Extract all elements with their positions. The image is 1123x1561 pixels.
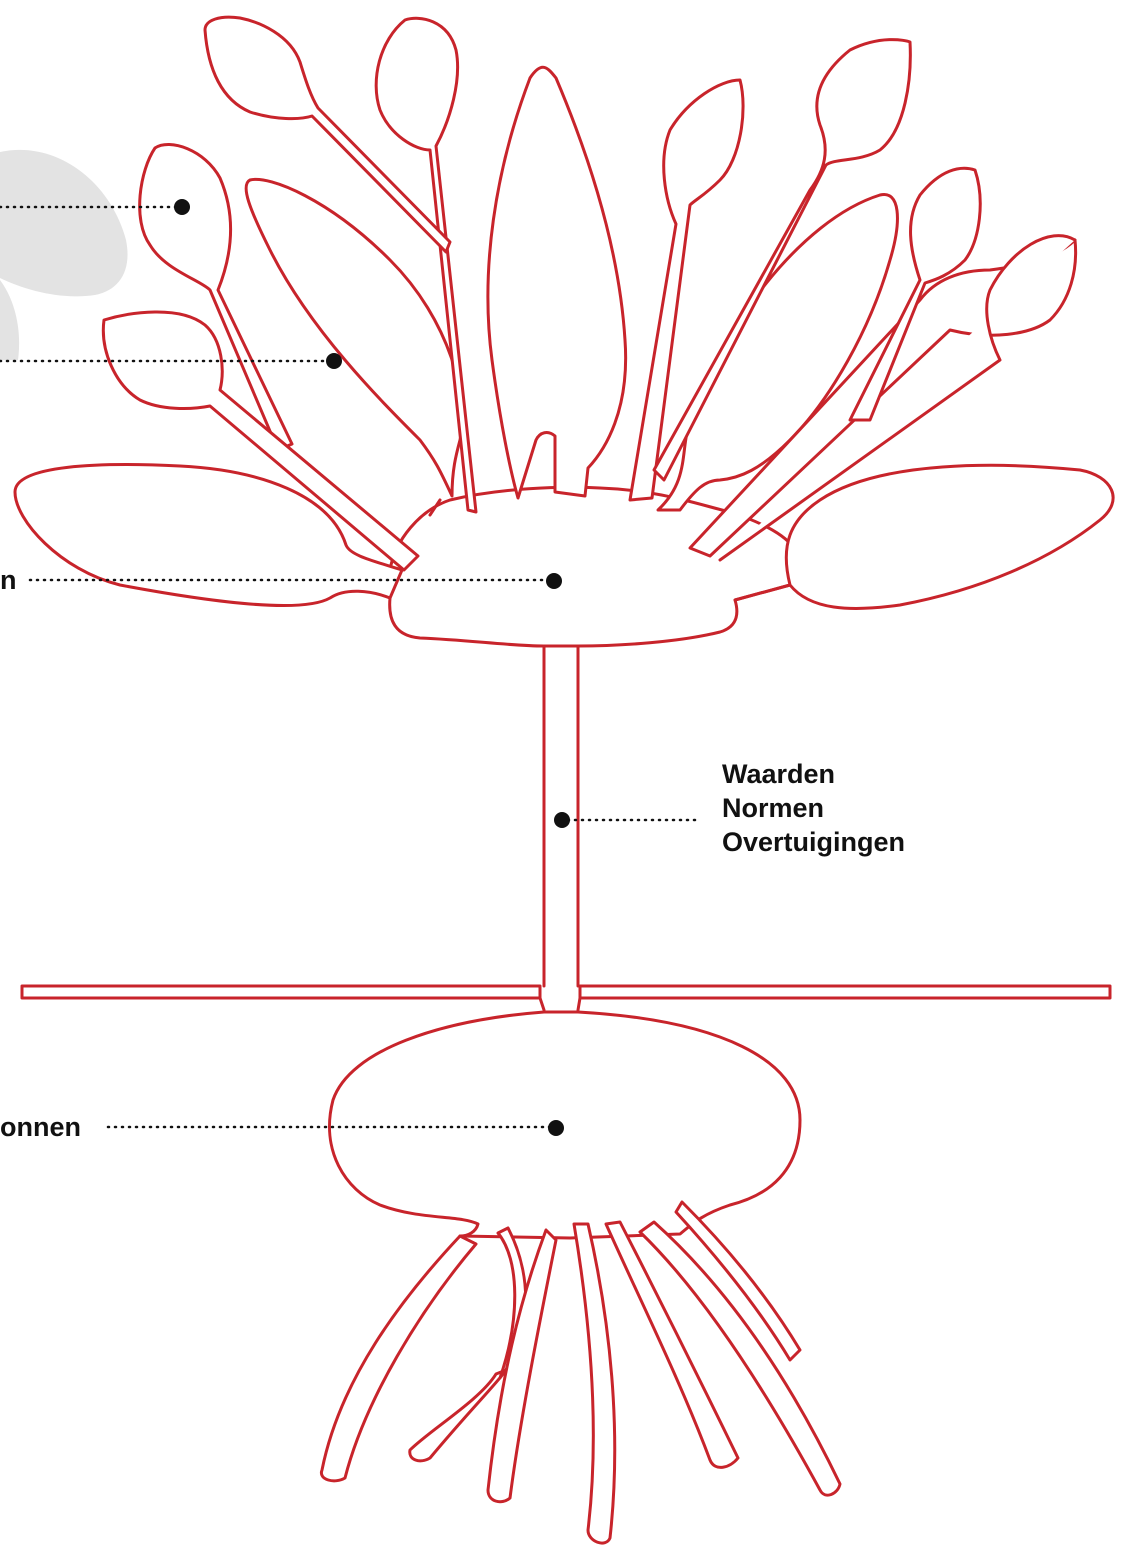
leader-dot-stem [554,812,570,828]
leader-dot-top [174,199,190,215]
leaf-left-large [15,465,402,606]
ground-line-right [580,986,1110,998]
stem-label-line-1: Waarden [722,757,905,791]
decorative-grey-leaf [0,150,128,296]
flower-head-label: n [0,563,17,597]
stem-label-line-2: Normen [722,791,905,825]
bulb [330,1012,800,1238]
leader-dot-second [326,353,342,369]
leader-dot-flower [546,573,562,589]
decorative-grey-arc [0,280,19,360]
leaf-right-large [735,465,1113,608]
stem-below-ground [540,998,580,1010]
stem-label: Waarden Normen Overtuigingen [722,757,905,859]
ground-line-left [22,986,540,998]
stem-label-line-3: Overtuigingen [722,825,905,859]
leader-dot-bulb [548,1120,564,1136]
root-4 [574,1224,615,1543]
root-1 [321,1236,476,1481]
leaf-centre-tall [488,67,626,498]
bulb-label: onnen [0,1110,81,1144]
